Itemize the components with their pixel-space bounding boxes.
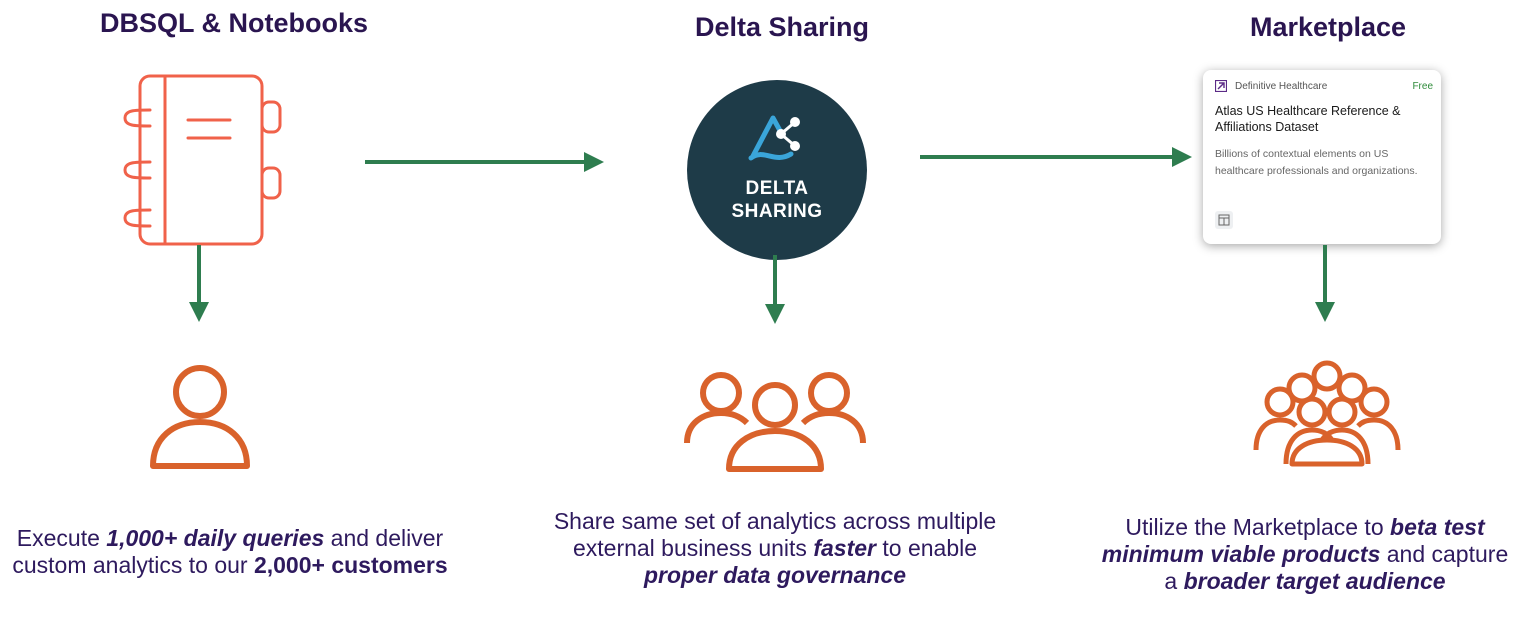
single-user-icon [150, 365, 250, 469]
three-users-icon [684, 372, 866, 472]
desc-highlight: 2,000+ customers [253, 552, 448, 578]
desc-text: Execute [16, 525, 107, 551]
desc-text: to enable [875, 535, 978, 561]
description-marketplace: Utilize the Marketplace to beta test min… [1095, 514, 1515, 595]
desc-highlight: beta test minimum viable products [1101, 514, 1485, 567]
delta-sharing-logo: DELTA SHARING [687, 80, 867, 260]
desc-text: and capture a [1164, 541, 1509, 594]
desc-highlight: proper data governance [643, 562, 907, 588]
title-dbsql-notebooks: DBSQL & Notebooks [99, 8, 369, 38]
vendor-logo-icon [1215, 80, 1227, 92]
desc-highlight: 1,000+ daily queries [106, 525, 325, 551]
table-icon [1215, 211, 1233, 229]
marketplace-listing-card[interactable]: Definitive Healthcare Free Atlas US Heal… [1203, 70, 1441, 244]
delta-sharing-logo-text: DELTA SHARING [687, 177, 867, 223]
listing-title: Atlas US Healthcare Reference & Affiliat… [1215, 104, 1401, 134]
desc-text: Utilize the Marketplace to [1125, 514, 1391, 540]
vendor-name: Definitive Healthcare [1235, 81, 1328, 92]
description-delta-sharing: Share same set of analytics across multi… [545, 508, 1005, 589]
notebook-icon [123, 74, 282, 246]
logo-word-delta: DELTA [745, 178, 809, 199]
description-dbsql: Execute 1,000+ daily queries and deliver… [10, 525, 450, 579]
delta-triangle-icon [748, 115, 800, 161]
title-delta-sharing: Delta Sharing [694, 12, 870, 42]
desc-text: and deliver custom analytics to our [12, 525, 444, 578]
desc-highlight: broader target audience [1183, 568, 1446, 594]
price-badge: Free [1412, 81, 1433, 92]
desc-highlight: faster [813, 535, 876, 561]
desc-text: Share same set of analytics across multi… [553, 508, 997, 561]
listing-description: Billions of contextual elements on US he… [1215, 148, 1418, 177]
crowd-icon [1253, 360, 1401, 467]
title-marketplace: Marketplace [1249, 12, 1407, 42]
logo-word-sharing: SHARING [731, 201, 823, 222]
